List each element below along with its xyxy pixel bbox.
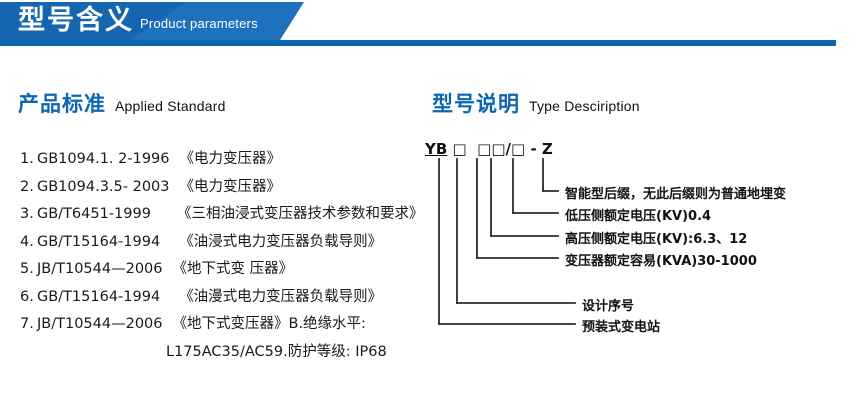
model-code-box-1: □ [452,140,467,158]
standard-title: 《三相油浸式变压器技术参数和要求》 [176,206,424,222]
list-item: 4. GB/T15164-1994 《油浸式电力变压器负载导则》 [20,229,440,257]
standard-number: 1. [20,151,34,167]
standard-number: 4. [20,233,34,250]
standard-number: 3. [20,206,34,222]
annotation-prefab-substation: 预装式变电站 [582,320,661,335]
leader-lines-svg [438,158,576,325]
type-description-heading-cn: 型号说明 [432,92,520,116]
model-code-prefix: YB [425,140,448,158]
list-item: 7. JB/T10544—2006 《地下式变压器》B.绝缘水平: [20,311,440,339]
banner-underline-rule [0,40,836,46]
applied-standard-heading: 产品标准 Applied Standard [18,88,226,118]
standard-title: 《电力变压器》 [179,151,282,167]
list-item: 3. GB/T6451-1999 《三相油浸式变压器技术参数和要求》 [20,201,440,229]
model-code-diagram: YB □ □□/□ - Z 智能型后缀，无此后缀则为普通地埋变 低压侧额定电压(… [425,140,850,350]
banner-title: 型号含义 [18,5,134,36]
type-description-heading-en: Type Desciription [529,98,640,114]
annotation-rated-capacity: 变压器额定容易(KVA)30-1000 [565,254,757,269]
standard-number: 5. [20,261,34,277]
standards-list: 1. GB1094.1. 2-1996 《电力变压器》 2. GB1094.3.… [20,146,440,366]
standard-title: 《油漫式电力变压器负载导则》 [179,288,383,305]
standard-title: 《地下式变压器》B.绝缘水平: [172,316,366,332]
standard-code: GB/T15164-1994 [37,233,161,250]
standard-code: GB/T6451-1999 [37,206,151,222]
standard-number: 7. [20,316,34,332]
model-code-suffix: Z [541,140,553,158]
list-item: 5. JB/T10544—2006 《地下式变 压器》 [20,256,440,284]
standard-title: 《地下式变 压器》 [172,261,294,277]
model-code-box-3: □ [491,140,506,158]
standard-title: 《电力变压器》 [179,178,282,195]
applied-standard-heading-en: Applied Standard [115,98,226,114]
banner-subtitle: Product parameters [140,16,258,31]
standard-continuation-line: L175AC35/AC59.防护等级: IP68 [166,343,387,360]
standard-code: GB/T15164-1994 [37,288,161,305]
model-code-string: YB □ □□/□ - Z [425,140,553,158]
list-item: 6. GB/T15164-1994 《油漫式电力变压器负载导则》 [20,284,440,312]
applied-standard-heading-cn: 产品标准 [18,92,106,116]
annotation-low-voltage: 低压侧额定电压(KV)0.4 [565,209,712,224]
annotation-smart-suffix: 智能型后缀，无此后缀则为普通地埋变 [565,187,787,202]
standard-title: 《油浸式电力变压器负载导则》 [179,233,383,250]
standard-code: JB/T10544—2006 [37,261,163,277]
type-description-heading: 型号说明 Type Desciription [432,88,640,118]
annotation-design-serial: 设计序号 [582,299,635,314]
standard-number: 2. [20,178,34,195]
standard-code: JB/T10544—2006 [37,316,163,332]
page-header-banner: 型号含义 Product parameters [0,0,850,52]
standard-code: GB1094.1. 2-1996 [37,151,170,167]
standard-number: 6. [20,288,34,305]
list-item: 2. GB1094.3.5- 2003 《电力变压器》 [20,174,440,202]
annotation-high-voltage: 高压侧额定电压(KV):6.3、12 [565,232,748,247]
model-code-slash: / [505,140,512,158]
model-code-dash: - [530,140,537,158]
list-item: 1. GB1094.1. 2-1996 《电力变压器》 [20,146,440,174]
model-code-box-2: □ [477,140,492,158]
model-code-box-4: □ [511,140,526,158]
standard-code: GB1094.3.5- 2003 [37,178,170,195]
